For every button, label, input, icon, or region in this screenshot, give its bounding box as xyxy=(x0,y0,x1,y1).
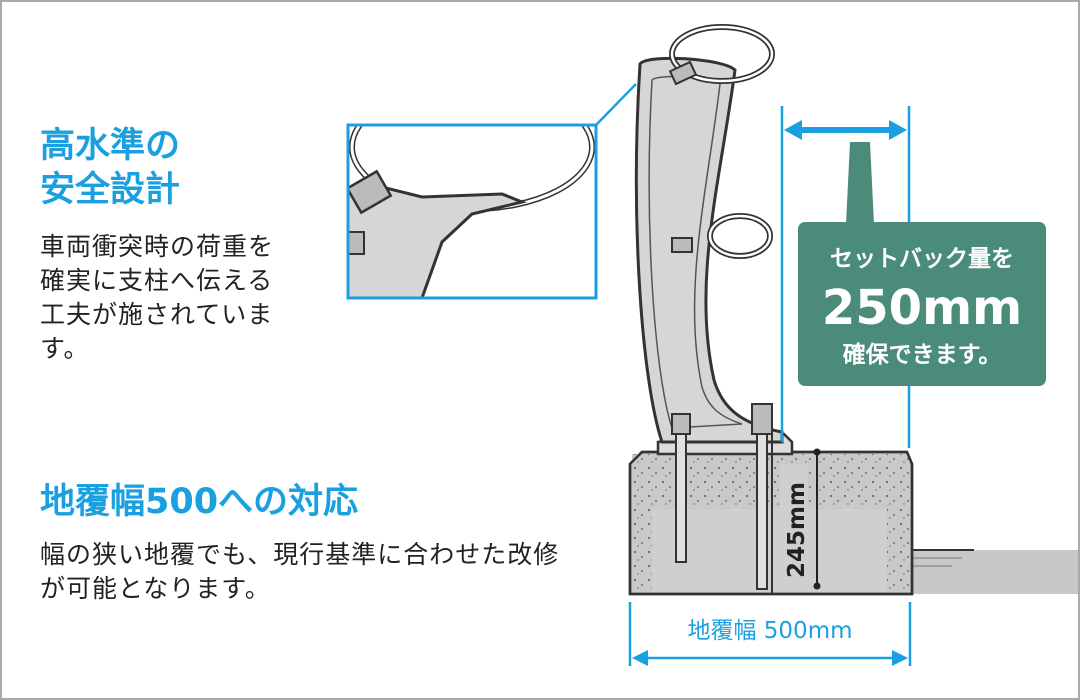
setback-callout: セットバック量を 250mm 確保できます。 xyxy=(798,142,1046,386)
zoom-connector xyxy=(595,83,637,126)
road-surface xyxy=(907,549,1078,594)
curb-width-heading-text: 地覆幅500への対応 xyxy=(40,482,359,522)
curb-width-dimension: 地覆幅 500mm xyxy=(628,602,912,666)
callout-line-3: 確保できます。 xyxy=(843,341,1002,368)
safety-heading-line-2: 安全設計 xyxy=(40,170,181,210)
middle-rail xyxy=(671,213,773,259)
curb-width-description-line-2: が可能となります。 xyxy=(40,574,271,603)
safety-description: 車両衝突時の荷重を 確実に支柱へ伝える 工夫が施されていま す。 xyxy=(40,230,274,366)
safety-heading-line-1: 高水準の xyxy=(40,126,181,166)
callout-value: 250mm xyxy=(822,280,1022,336)
callout-line-1: セットバック量を xyxy=(830,246,1014,272)
safety-description-line-1: 車両衝突時の荷重を xyxy=(40,232,275,261)
curb-width-heading: 地覆幅500への対応 xyxy=(40,480,358,524)
safety-description-line-2: 確実に支柱へ伝える xyxy=(40,266,274,295)
curb-width-label: 地覆幅 500mm xyxy=(687,618,852,644)
depth-label: 245mm xyxy=(784,482,810,578)
curb-width-description-line-1: 幅の狭い地覆でも、現行基準に合わせた改修 xyxy=(40,540,560,569)
detail-zoom-box xyxy=(346,123,598,300)
curb-width-description: 幅の狭い地覆でも、現行基準に合わせた改修 が可能となります。 xyxy=(40,538,559,606)
depth-dimension: 245mm xyxy=(780,448,821,590)
upper-rail xyxy=(668,24,775,86)
safety-description-line-4: す。 xyxy=(40,334,90,363)
safety-heading: 高水準の 安全設計 xyxy=(40,124,180,212)
anchor-bolts xyxy=(671,403,773,594)
guardrail-post xyxy=(634,56,784,444)
safety-description-line-3: 工夫が施されていま xyxy=(40,300,274,329)
